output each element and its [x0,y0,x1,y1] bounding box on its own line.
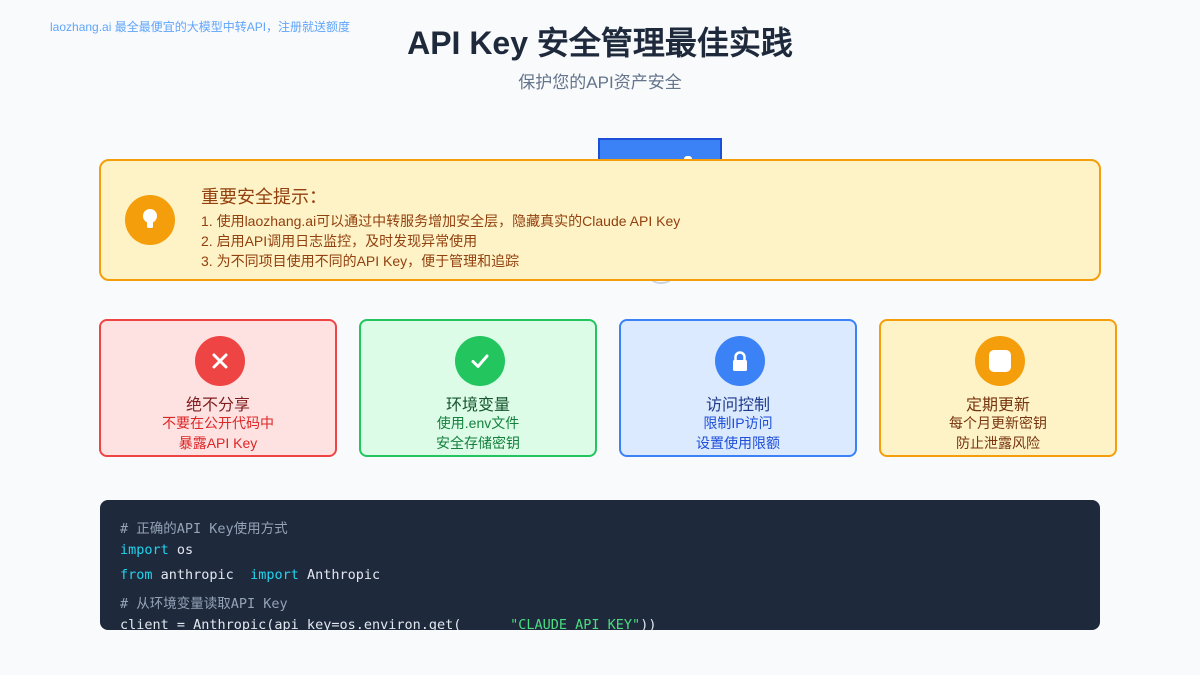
code-string: "CLAUDE_API_KEY" [510,617,641,630]
card-desc: 不要在公开代码中 [162,415,274,431]
card-desc: 设置使用限额 [696,435,780,451]
check-icon [455,336,505,386]
tip-list: 1. 使用laozhang.ai可以通过中转服务增加安全层，隐藏真实的Claud… [201,211,680,271]
close-icon [195,336,245,386]
code-line: import os [120,542,193,558]
card-rotate-keys: 定期更新 每个月更新密钥 防止泄露风险 [879,319,1117,457]
code-text: Anthropic [298,567,381,583]
code-comment: # 正确的API Key使用方式 [120,521,288,537]
code-keyword: import [120,542,169,558]
code-line: # 从环境变量读取API Key [120,592,288,612]
tip-item: 2. 启用API调用日志监控，及时发现异常使用 [201,233,478,249]
code-text: )) [640,617,657,630]
card-access-control: 访问控制 限制IP访问 设置使用限额 [619,319,857,457]
code-example: # 正确的API Key使用方式 import os from anthropi… [100,500,1100,630]
card-desc: 安全存储密钥 [436,435,520,451]
card-title: 访问控制 [705,397,770,414]
tip-heading: 重要安全提示： [201,187,327,207]
lock-icon [715,336,765,386]
code-line: from anthropic import Anthropic [120,567,380,583]
lightbulb-icon [125,195,175,245]
tip-item: 3. 为不同项目使用不同的API Key，便于管理和追踪 [201,253,520,269]
watermark-text: laozhang.ai 最全最便宜的大模型中转API，注册就送额度 [50,20,351,34]
page-subtitle: 保护您的API资产安全 [518,73,682,92]
card-never-share: 绝不分享 不要在公开代码中 暴露API Key [99,319,337,457]
code-line: # 正确的API Key使用方式 [120,517,288,537]
code-keyword: import [250,567,299,583]
code-keyword: from [120,567,153,583]
tip-item: 1. 使用laozhang.ai可以通过中转服务增加安全层，隐藏真实的Claud… [201,213,681,229]
card-desc: 限制IP访问 [703,415,773,431]
page-title: API Key 安全管理最佳实践 [407,25,793,61]
code-text: os [168,542,194,558]
code-text: client = Anthropic(api_key=os.environ.ge… [120,617,511,630]
code-text: anthropic [152,567,251,583]
card-title: 绝不分享 [185,397,250,414]
card-title: 环境变量 [445,397,510,414]
card-env-vars: 环境变量 使用.env文件 安全存储密钥 [359,319,597,457]
security-tip-panel: 重要安全提示： 1. 使用laozhang.ai可以通过中转服务增加安全层，隐藏… [99,159,1101,281]
card-desc: 每个月更新密钥 [949,415,1047,431]
code-comment: # 从环境变量读取API Key [120,596,288,612]
card-desc: 防止泄露风险 [956,435,1040,451]
card-desc: 暴露API Key [178,435,258,451]
code-line: client = Anthropic(api_key=os.environ.ge… [120,617,656,630]
square-icon [975,336,1025,386]
card-title: 定期更新 [965,397,1030,414]
card-desc: 使用.env文件 [436,415,520,431]
